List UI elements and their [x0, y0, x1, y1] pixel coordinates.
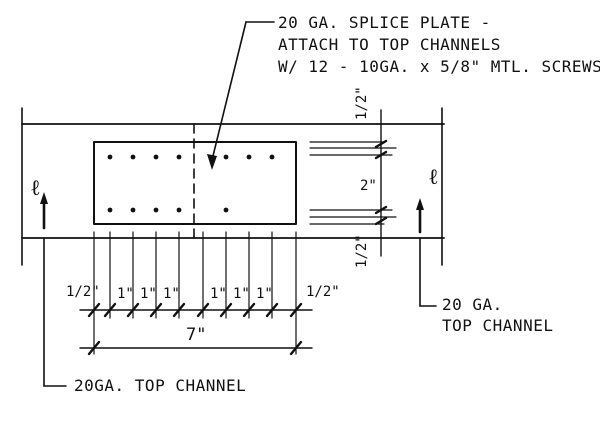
screw [269, 154, 275, 160]
splice-note-line-3: W/ 12 - 10GA. x 5/8" MTL. SCREWS [278, 57, 600, 76]
horizontal-dim-edge-right: 1/2" [306, 284, 340, 300]
overall-dimension-label: 7" [186, 325, 206, 345]
vertical-dim-middle: 2" [360, 178, 377, 194]
screw [153, 154, 159, 160]
screw [130, 207, 136, 213]
screw [107, 154, 113, 160]
top-channel-outline [21, 107, 445, 266]
screw [107, 207, 113, 213]
horizontal-extension-lines [93, 231, 297, 355]
centerline-arrow-right [416, 198, 424, 234]
screw [176, 207, 182, 213]
overall-dimension-line [79, 340, 313, 356]
horizontal-dimension-string [79, 302, 313, 318]
screw [246, 154, 252, 160]
vertical-dimension-string [309, 109, 397, 257]
splice-note-leader [207, 21, 275, 170]
centerline-symbol-right: ℓ [428, 165, 439, 190]
right-channel-note-line-2: TOP CHANNEL [442, 316, 553, 335]
screw-pattern [107, 154, 275, 213]
splice-note-line-2: ATTACH TO TOP CHANNELS [278, 35, 501, 54]
screw [153, 207, 159, 213]
right-channel-leader [419, 237, 437, 307]
bottom-channel-leader [43, 237, 67, 387]
horizontal-dim-spacing-6: 1" [256, 286, 273, 302]
right-channel-note-line-1: 20 GA. [442, 295, 503, 314]
horizontal-dim-spacing-4: 1" [210, 286, 227, 302]
bottom-channel-note: 20GA. TOP CHANNEL [74, 376, 246, 395]
screw [130, 154, 136, 160]
splice-note-line-1: 20 GA. SPLICE PLATE - [278, 13, 491, 32]
horizontal-dim-spacing-5: 1" [233, 286, 250, 302]
screw [223, 154, 229, 160]
vertical-dim-top: 1/2" [354, 86, 370, 120]
vertical-dim-bottom: 1/2" [354, 234, 370, 268]
centerline-arrow-left [40, 192, 48, 230]
horizontal-dim-edge-left: 1/2" [66, 284, 100, 300]
horizontal-dim-spacing-1: 1" [117, 286, 134, 302]
splice-plate [93, 141, 297, 225]
screw [176, 154, 182, 160]
screw [223, 207, 229, 213]
horizontal-dim-spacing-3: 1" [163, 286, 180, 302]
horizontal-dim-spacing-2: 1" [140, 286, 157, 302]
centerline-symbol-left: ℓ [30, 176, 41, 201]
